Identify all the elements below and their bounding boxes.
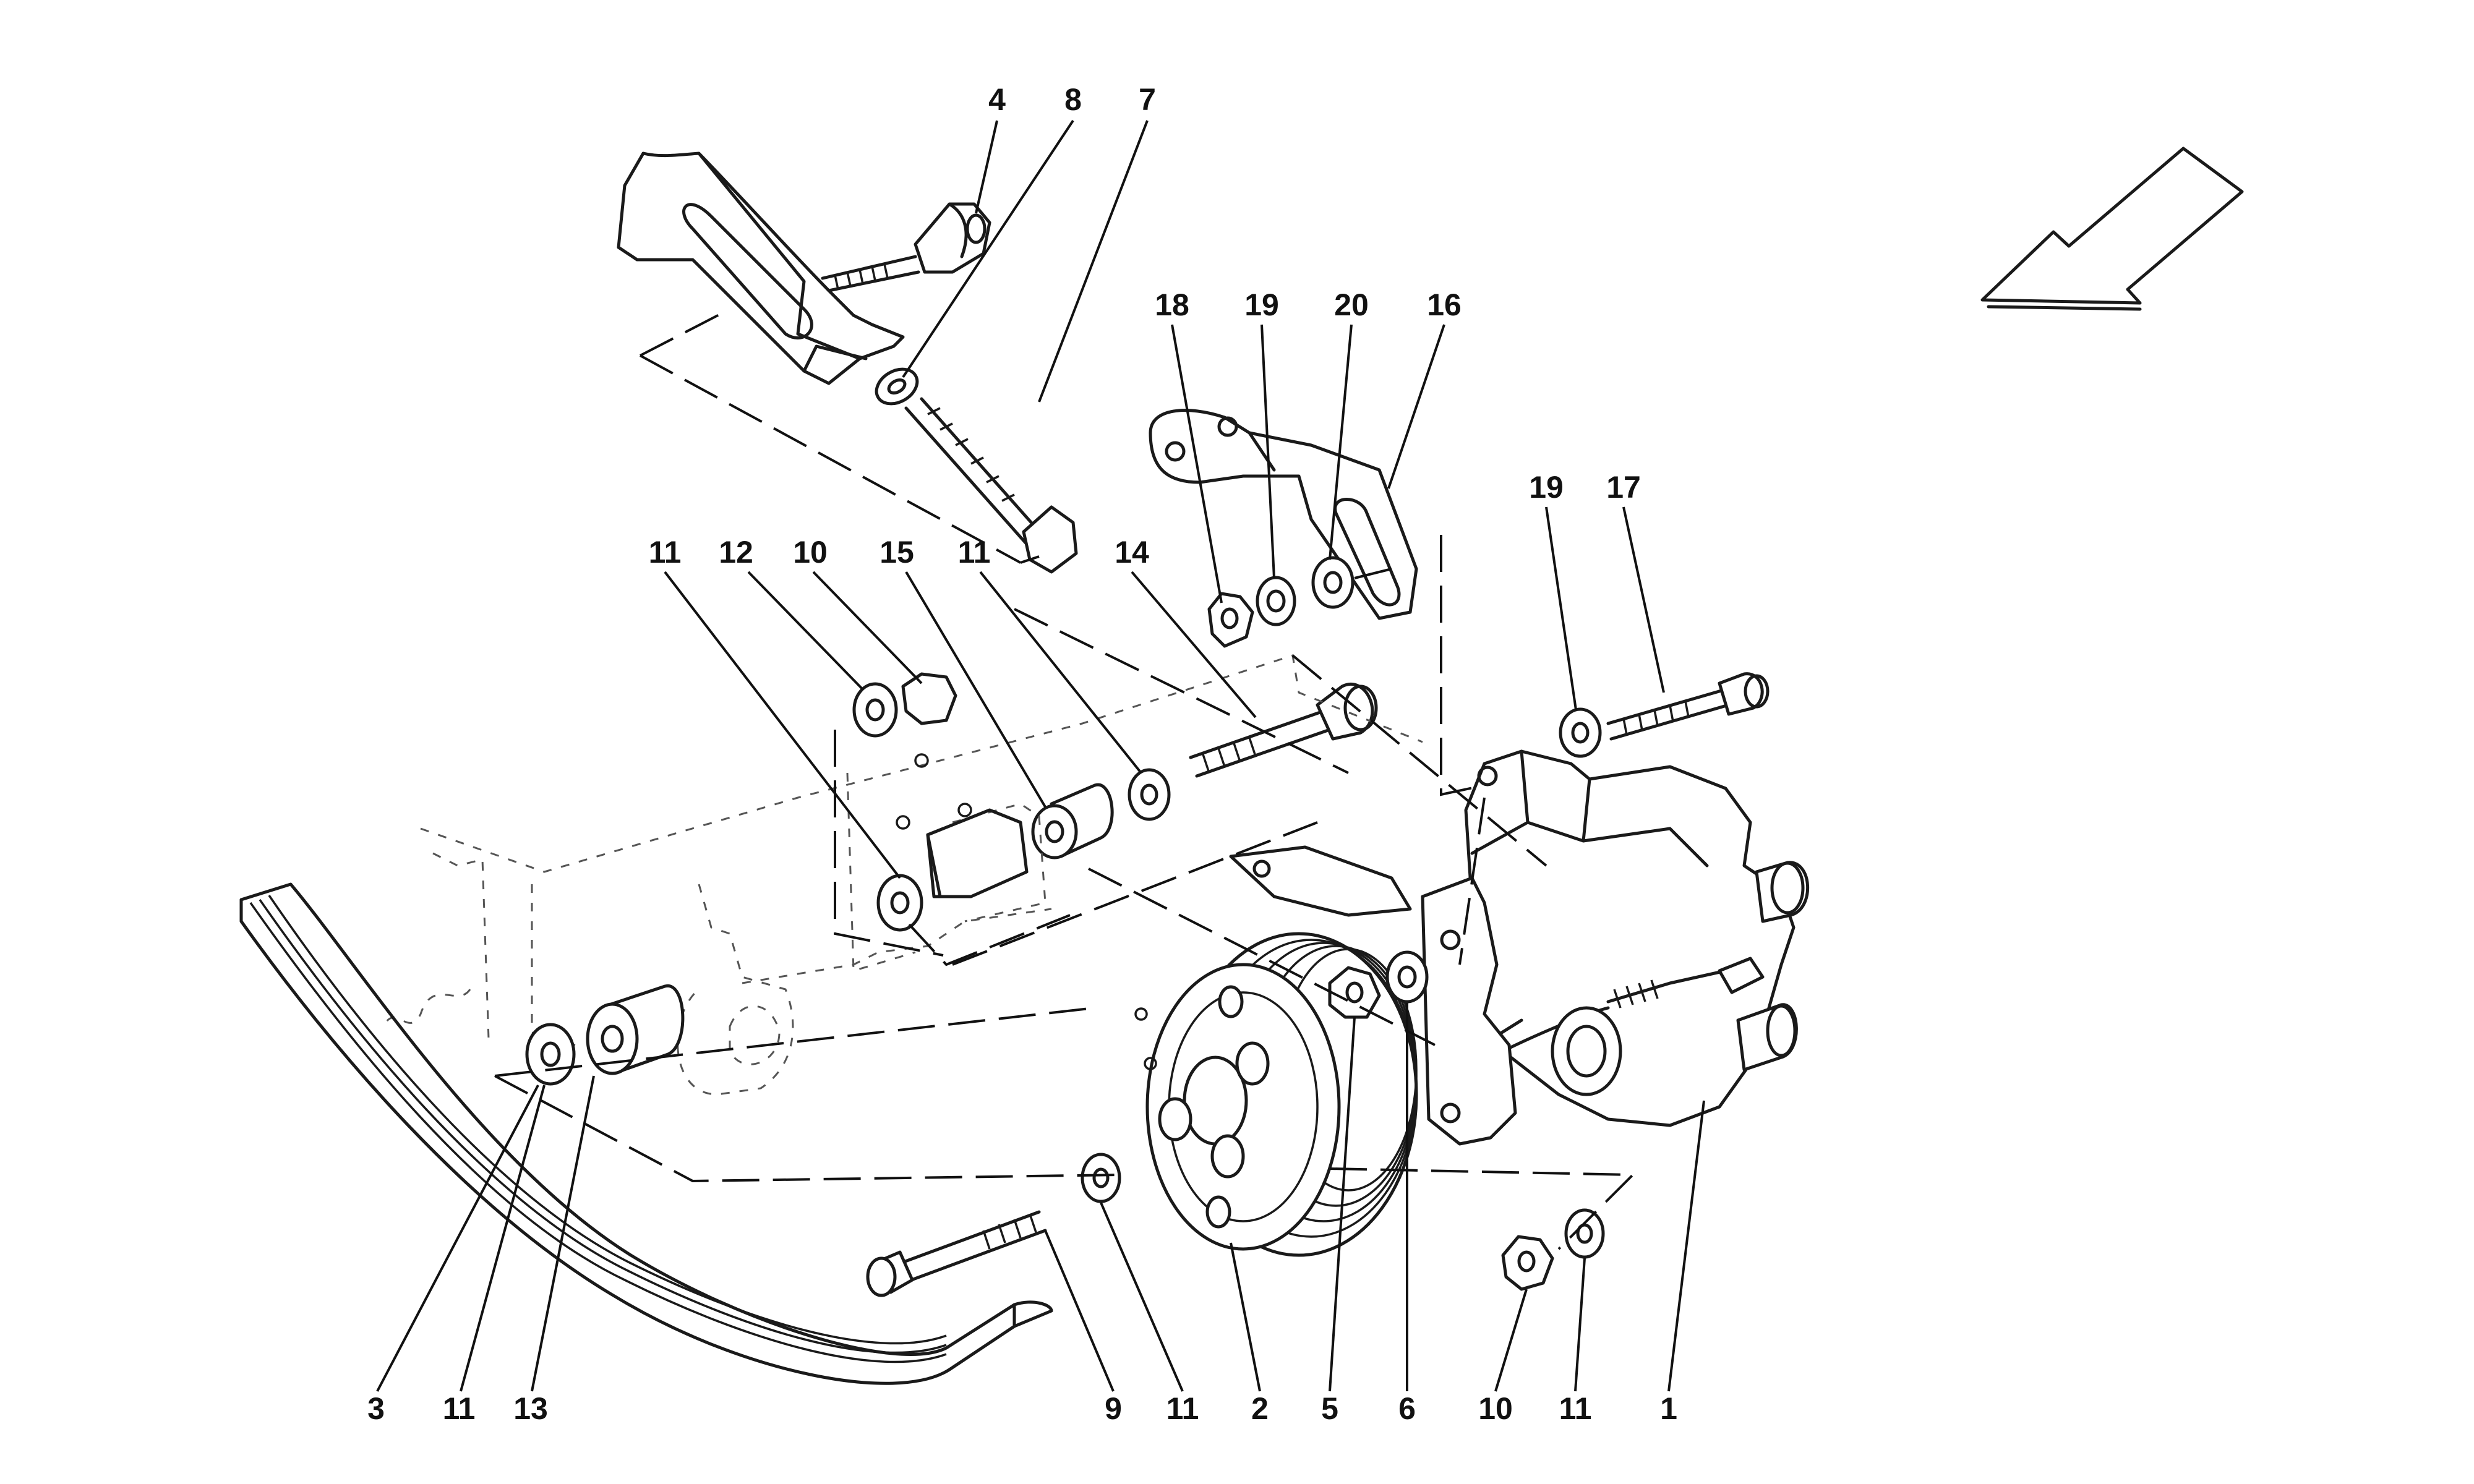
callout-12: 12 xyxy=(719,535,753,569)
washer-20 xyxy=(1311,556,1355,609)
callout-11-bottom-b: 11 xyxy=(1166,1391,1199,1426)
assembly-lines xyxy=(494,308,1636,1250)
washer-12 xyxy=(852,682,898,738)
washer-6 xyxy=(1385,950,1429,1004)
callout-2: 2 xyxy=(1251,1391,1269,1426)
callout-11-bottom-a: 11 xyxy=(443,1391,476,1426)
bolt-17 xyxy=(1606,672,1770,741)
callout-labels: 4 8 7 18 19 20 16 19 17 11 12 10 15 11 1… xyxy=(367,82,1677,1426)
callout-10-lower: 10 xyxy=(1478,1391,1513,1426)
spacer-13 xyxy=(586,984,685,1075)
washer-19-upper xyxy=(1256,576,1296,626)
nut-10-lower xyxy=(1501,1235,1554,1291)
callout-16: 16 xyxy=(1427,288,1462,322)
nut-5 xyxy=(1328,966,1381,1019)
nut-10-upper xyxy=(901,672,957,725)
ac-compressor-1 xyxy=(1229,749,1810,1146)
washer-11-lower xyxy=(525,1023,576,1086)
callout-13: 13 xyxy=(513,1391,548,1426)
callout-8: 8 xyxy=(1064,82,1082,117)
callout-10-upper: 10 xyxy=(793,535,828,569)
washer-11-lower-right xyxy=(1564,1208,1605,1259)
washer-8 xyxy=(875,367,919,406)
washer-19-right xyxy=(1559,707,1602,758)
callout-19-upper: 19 xyxy=(1244,288,1279,322)
bracket-16 xyxy=(1149,409,1418,620)
spacer-15 xyxy=(1031,783,1114,859)
leader-lines xyxy=(376,119,1705,1392)
washer-11-mid xyxy=(1128,768,1171,821)
callout-11-mid-right: 11 xyxy=(958,535,991,569)
direction-arrow-icon xyxy=(1980,147,2244,311)
callout-17: 17 xyxy=(1606,470,1641,505)
bolt-7 xyxy=(904,397,1078,574)
callout-3: 3 xyxy=(367,1391,385,1426)
callout-5: 5 xyxy=(1321,1391,1338,1426)
callout-1: 1 xyxy=(1660,1391,1677,1426)
callout-11-bottom-c: 11 xyxy=(1559,1391,1592,1426)
bolt-14 xyxy=(1189,683,1378,778)
bolt-4 xyxy=(821,202,991,292)
callout-18: 18 xyxy=(1155,288,1189,322)
callout-15: 15 xyxy=(880,535,914,569)
drive-belt-3 xyxy=(239,882,1053,1385)
washer-11-left xyxy=(876,874,923,932)
callout-11-mid-left: 11 xyxy=(649,535,682,569)
nut-18 xyxy=(1207,592,1254,648)
washer-11-bolt9 xyxy=(1081,1153,1121,1203)
callout-7: 7 xyxy=(1139,82,1156,117)
callout-20: 20 xyxy=(1334,288,1369,322)
callout-9: 9 xyxy=(1105,1391,1122,1426)
bolt-9 xyxy=(866,1210,1047,1297)
callout-6: 6 xyxy=(1398,1391,1416,1426)
callout-14: 14 xyxy=(1115,535,1149,569)
mount-boss xyxy=(926,808,1029,898)
callout-4: 4 xyxy=(988,82,1006,117)
upper-mounting-arm xyxy=(617,151,905,385)
callout-19-right: 19 xyxy=(1529,470,1564,505)
